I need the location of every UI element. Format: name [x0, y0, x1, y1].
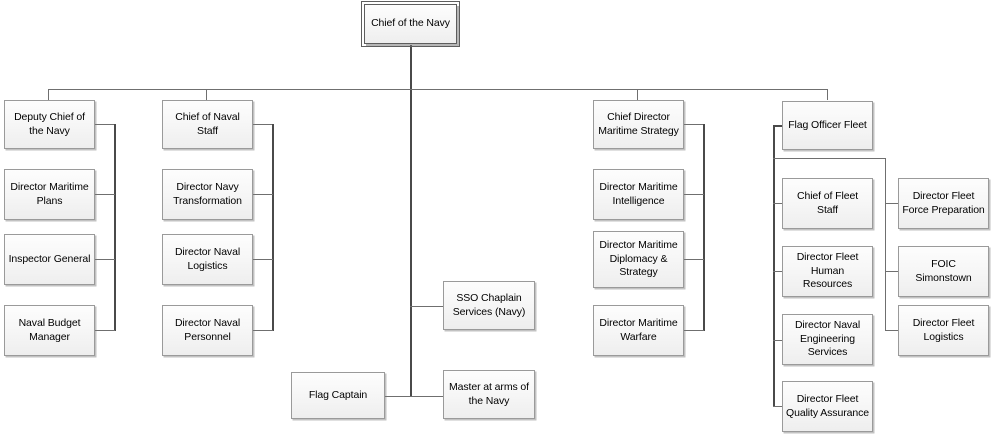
connector-col4-stub-3: [773, 340, 789, 341]
node-director-maritime-diplomacy-strategy[interactable]: Director Maritime Diplomacy & Strategy: [593, 231, 684, 288]
connector-col2-stub-2: [253, 259, 273, 260]
connector-col5-stub-1: [885, 203, 901, 204]
connector-col4-to-col5-bridge: [773, 158, 886, 159]
node-chief-of-naval-staff[interactable]: Chief of Naval Staff: [162, 100, 253, 149]
connector-col1-stub-1: [95, 194, 115, 195]
connector-bottom-row: [385, 396, 444, 397]
node-director-fleet-human-resources[interactable]: Director Fleet Human Resources: [782, 246, 873, 297]
node-label: Flag Captain: [308, 388, 368, 401]
node-label: Naval Budget Manager: [18, 316, 81, 343]
node-label: Director Fleet Force Preparation: [902, 189, 985, 216]
connector-col4-stub-4: [773, 406, 789, 407]
connector-col5-stub-3: [885, 330, 901, 331]
connector-col5-spine: [885, 158, 886, 330]
connector-col5-stub-2: [885, 271, 901, 272]
node-label: Inspector General: [8, 252, 91, 265]
node-label: Director Maritime Warfare: [599, 316, 678, 343]
node-label: Director Maritime Plans: [10, 180, 89, 207]
node-label: Chief Director Maritime Strategy: [598, 110, 679, 137]
connector-col3-stub-3: [684, 330, 704, 331]
connector-col1-stub-2: [95, 259, 115, 260]
connector-col4-spine: [773, 125, 775, 407]
connector-col4-head-stub: [773, 125, 789, 127]
connector-col1-head-stub: [95, 124, 115, 125]
connector-col3-stub-2: [684, 259, 704, 260]
node-label: Director Naval Logistics: [174, 245, 241, 272]
node-flag-captain[interactable]: Flag Captain: [291, 372, 385, 419]
node-director-fleet-logistics[interactable]: Director Fleet Logistics: [898, 305, 989, 356]
node-label: Director Naval Personnel: [174, 316, 241, 343]
node-label: Director Maritime Intelligence: [599, 180, 678, 207]
connector-sso-chaplain: [410, 306, 444, 307]
node-chief-of-fleet-staff[interactable]: Chief of Fleet Staff: [782, 178, 873, 229]
node-label: Director Naval Engineering Services: [794, 319, 861, 359]
node-label: Director Navy Transformation: [173, 180, 242, 207]
node-label: Director Fleet Human Resources: [796, 251, 859, 291]
node-label: Chief of the Navy: [371, 17, 450, 30]
node-director-naval-engineering-services[interactable]: Director Naval Engineering Services: [782, 314, 873, 365]
node-naval-budget-manager[interactable]: Naval Budget Manager: [4, 305, 95, 356]
node-inspector-general[interactable]: Inspector General: [4, 234, 95, 285]
connector-col2-stub-3: [253, 330, 273, 331]
node-master-at-arms-of-the-navy[interactable]: Master at arms of the Navy: [443, 370, 535, 419]
node-label: Director Fleet Logistics: [912, 316, 975, 343]
connector-drop-col4: [827, 89, 828, 100]
node-label: Master at arms of the Navy: [449, 380, 529, 407]
node-label: Chief of Naval Staff: [175, 110, 240, 137]
node-chief-director-maritime-strategy[interactable]: Chief Director Maritime Strategy: [593, 100, 684, 149]
connector-col4-stub-1: [773, 203, 789, 204]
node-sso-chaplain-services-navy[interactable]: SSO Chaplain Services (Navy): [443, 281, 535, 330]
connector-top-bus: [48, 89, 828, 90]
node-label: Deputy Chief of the Navy: [14, 110, 85, 137]
node-director-maritime-plans[interactable]: Director Maritime Plans: [4, 169, 95, 220]
node-director-maritime-intelligence[interactable]: Director Maritime Intelligence: [593, 169, 684, 220]
connector-drop-col3: [637, 89, 638, 100]
node-director-naval-logistics[interactable]: Director Naval Logistics: [162, 234, 253, 285]
node-label: Director Maritime Diplomacy & Strategy: [599, 239, 678, 279]
connector-col3-head-stub: [684, 124, 704, 125]
connector-col2-head-stub: [253, 124, 273, 125]
connector-col2-stub-1: [253, 194, 273, 195]
connector-col1-spine: [114, 124, 116, 331]
connector-drop-col2: [206, 89, 207, 100]
connector-col4-stub-2: [773, 271, 789, 272]
node-label: Chief of Fleet Staff: [796, 189, 859, 216]
connector-root-trunk: [410, 45, 412, 397]
node-director-naval-personnel[interactable]: Director Naval Personnel: [162, 305, 253, 356]
connector-col1-stub-3: [95, 330, 115, 331]
connector-col3-spine: [703, 124, 705, 331]
node-director-navy-transformation[interactable]: Director Navy Transformation: [162, 169, 253, 220]
connector-drop-col1: [48, 89, 49, 100]
node-director-fleet-force-preparation[interactable]: Director Fleet Force Preparation: [898, 178, 989, 229]
node-foic-simonstown[interactable]: FOIC Simonstown: [898, 246, 989, 297]
node-label: FOIC Simonstown: [915, 257, 972, 284]
node-label: Director Fleet Quality Assurance: [786, 392, 869, 419]
node-deputy-chief-of-the-navy[interactable]: Deputy Chief of the Navy: [4, 100, 95, 149]
connector-col2-spine: [272, 124, 274, 331]
node-label: Flag Officer Fleet: [788, 118, 867, 131]
node-chief-of-the-navy[interactable]: Chief of the Navy: [361, 1, 460, 47]
node-label: SSO Chaplain Services (Navy): [452, 291, 526, 318]
node-director-maritime-warfare[interactable]: Director Maritime Warfare: [593, 305, 684, 356]
connector-col3-stub-1: [684, 194, 704, 195]
node-flag-officer-fleet[interactable]: Flag Officer Fleet: [782, 101, 873, 150]
node-director-fleet-quality-assurance[interactable]: Director Fleet Quality Assurance: [782, 381, 873, 432]
